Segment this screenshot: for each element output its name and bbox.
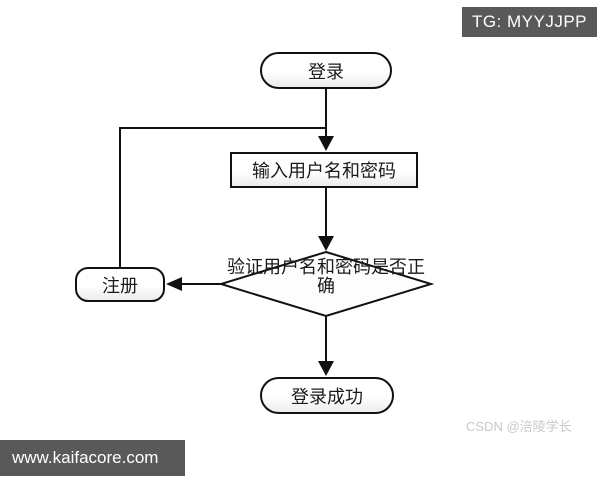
flow-node-start: 登录 — [260, 52, 392, 89]
csdn-watermark: CSDN @涪陵学长 — [466, 419, 572, 434]
flow-node-login-success: 登录成功 — [260, 377, 394, 414]
flow-node-register-label: 注册 — [102, 275, 138, 296]
flow-node-register: 注册 — [75, 267, 165, 302]
flow-node-input-credentials: 输入用户名和密码 — [230, 152, 418, 188]
flow-node-login-success-label: 登录成功 — [291, 386, 363, 407]
arrowhead-into-input — [318, 136, 334, 151]
arrowhead-into-register — [166, 277, 182, 291]
flow-node-start-label: 登录 — [308, 61, 344, 82]
flow-node-verify-label: 验证用户名和密码是否正确 — [227, 257, 425, 296]
website-url-bar: www.kaifacore.com — [0, 440, 185, 476]
tg-contact-badge: TG: MYYJJPP — [462, 7, 597, 37]
flow-node-input-credentials-label: 输入用户名和密码 — [252, 161, 396, 181]
edge-register-to-input — [119, 127, 326, 267]
arrowhead-into-verify — [318, 236, 334, 251]
arrowhead-into-success — [318, 361, 334, 376]
